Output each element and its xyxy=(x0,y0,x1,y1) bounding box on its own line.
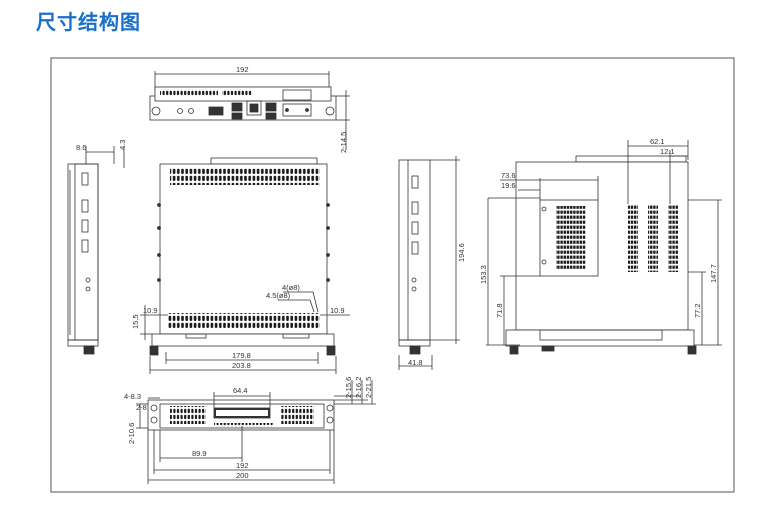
rear-left-dim-a-label: 73.6 xyxy=(501,171,516,180)
front-right-offset-label: 10.9 xyxy=(330,306,345,315)
rear-top-small-dim-label: 12.1 xyxy=(660,147,675,156)
top-height-offset-label: 2-14.5 xyxy=(339,132,348,153)
bottom-left-small-label: 2-8 xyxy=(136,403,147,412)
bottom-holes-left-label: 4-8.3 xyxy=(124,392,141,401)
bottom-inner-width-label: 192 xyxy=(236,461,249,470)
bottom-slot-dim-label: 64.4 xyxy=(233,386,248,395)
dimension-labels: 192 2-14.5 8.6 4.3 10.9 10.9 15.5 4(ø8) … xyxy=(76,65,718,480)
rear-view xyxy=(486,140,722,355)
left-side-dim-b-label: 4.3 xyxy=(118,140,127,150)
rear-left-dim-b-label: 19.6 xyxy=(501,181,516,190)
left-side-dim-a-label: 8.6 xyxy=(76,143,86,152)
right-side-view xyxy=(398,156,460,370)
front-total-width-label: 203.8 xyxy=(232,361,251,370)
left-side-view xyxy=(67,146,125,355)
bottom-left-vertical-label: 2-10.6 xyxy=(127,423,136,444)
rear-height-d-label: 147.7 xyxy=(709,264,718,283)
front-bottom-offset-label: 15.5 xyxy=(131,314,140,329)
right-side-height-label: 194.6 xyxy=(457,243,466,262)
drawing-frame xyxy=(50,57,735,493)
rear-height-c-label: 77.2 xyxy=(693,303,702,318)
rear-height-a-label: 153.3 xyxy=(479,265,488,284)
front-view xyxy=(140,157,350,374)
top-width-label: 192 xyxy=(236,65,249,74)
page-title: 尺寸结构图 xyxy=(36,10,141,34)
bottom-side-c-label: 2-21.5 xyxy=(364,377,373,398)
bottom-side-a-label: 2-15.6 xyxy=(344,377,353,398)
right-side-depth-label: 41.8 xyxy=(408,358,423,367)
bottom-side-b-label: 2-16.2 xyxy=(354,377,363,398)
bottom-view xyxy=(136,380,376,484)
front-hole-a-label: 4(ø8) xyxy=(282,283,300,292)
front-hole-b-label: 4.5(ø8) xyxy=(266,291,291,300)
bottom-offset-label: 89.9 xyxy=(192,449,207,458)
front-inner-width-label: 179.8 xyxy=(232,351,251,360)
rear-top-dim-label: 62.1 xyxy=(650,137,665,146)
front-left-offset-label: 10.9 xyxy=(143,306,158,315)
bottom-total-width-label: 200 xyxy=(236,471,249,480)
rear-height-b-label: 71.8 xyxy=(495,303,504,318)
top-view xyxy=(149,71,350,150)
